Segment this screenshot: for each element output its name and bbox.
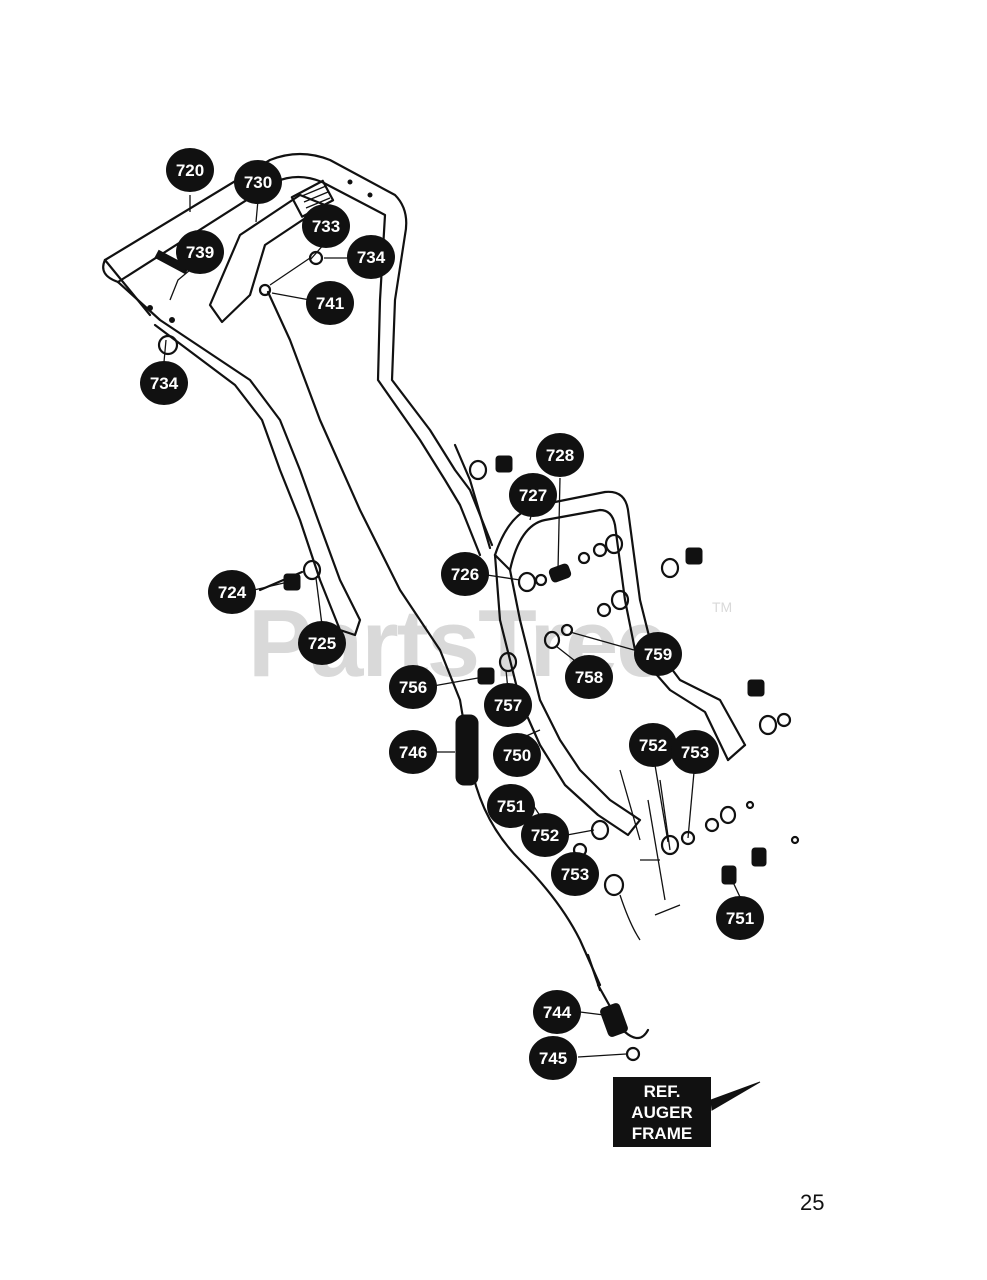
callout-741: 741 bbox=[306, 281, 354, 325]
callout-726: 726 bbox=[441, 552, 489, 596]
callout-751b: 751 bbox=[716, 896, 764, 940]
callout-label: 733 bbox=[312, 217, 340, 236]
callout-bubble bbox=[234, 160, 282, 204]
callout-label: 739 bbox=[186, 243, 214, 262]
callout-bubble bbox=[441, 552, 489, 596]
watermark-trademark: TM bbox=[712, 599, 732, 615]
callout-label: 757 bbox=[494, 696, 522, 715]
callout-label: 725 bbox=[308, 634, 336, 653]
callout-758: 758 bbox=[565, 655, 613, 699]
callout-label: 730 bbox=[244, 173, 272, 192]
reference-line-3: FRAME bbox=[632, 1124, 692, 1143]
callout-728: 728 bbox=[536, 433, 584, 477]
callout-bubble bbox=[551, 852, 599, 896]
page-number: 25 bbox=[800, 1190, 825, 1215]
callout-bubble bbox=[389, 665, 437, 709]
callout-752a: 752 bbox=[629, 723, 677, 767]
callout-bubble bbox=[487, 784, 535, 828]
callout-bubble bbox=[302, 204, 350, 248]
callout-bubble bbox=[521, 813, 569, 857]
callout-bubble bbox=[629, 723, 677, 767]
callout-724: 724 bbox=[208, 570, 256, 614]
callout-751a: 751 bbox=[487, 784, 535, 828]
callout-745: 745 bbox=[529, 1036, 577, 1080]
callout-bubble bbox=[166, 148, 214, 192]
callout-752b: 752 bbox=[521, 813, 569, 857]
control-cable bbox=[266, 290, 602, 992]
callout-bubble bbox=[298, 621, 346, 665]
callout-bubble bbox=[509, 473, 557, 517]
callout-bubble bbox=[389, 730, 437, 774]
callout-label: 734 bbox=[357, 248, 386, 267]
callout-label: 753 bbox=[681, 743, 709, 762]
callout-label: 744 bbox=[543, 1003, 572, 1022]
reference-line-1: REF. bbox=[644, 1082, 681, 1101]
callout-734a: 734 bbox=[347, 235, 395, 279]
callout-label: 752 bbox=[531, 826, 559, 845]
callout-label: 753 bbox=[561, 865, 589, 884]
callout-720: 720 bbox=[166, 148, 214, 192]
callout-bubble bbox=[565, 655, 613, 699]
pivot-hardware bbox=[157, 250, 324, 356]
callout-bubble bbox=[493, 733, 541, 777]
callout-bubble bbox=[347, 235, 395, 279]
callout-label: 750 bbox=[503, 746, 531, 765]
callout-label: 726 bbox=[451, 565, 479, 584]
spring-assembly bbox=[596, 983, 650, 1062]
callout-bubble bbox=[208, 570, 256, 614]
callout-727: 727 bbox=[509, 473, 557, 517]
callout-label: 751 bbox=[726, 909, 754, 928]
callout-bubble bbox=[529, 1036, 577, 1080]
callout-756: 756 bbox=[389, 665, 437, 709]
callout-733: 733 bbox=[302, 204, 350, 248]
callout-759: 759 bbox=[634, 632, 682, 676]
callout-label: 720 bbox=[176, 161, 204, 180]
callout-label: 751 bbox=[497, 797, 525, 816]
callout-734b: 734 bbox=[140, 361, 188, 405]
callout-744: 744 bbox=[533, 990, 581, 1034]
callout-730: 730 bbox=[234, 160, 282, 204]
callout-label: 724 bbox=[218, 583, 247, 602]
callout-label: 759 bbox=[644, 645, 672, 664]
callout-739: 739 bbox=[176, 230, 224, 274]
callout-746: 746 bbox=[389, 730, 437, 774]
callout-label: 727 bbox=[519, 486, 547, 505]
reference-line-2: AUGER bbox=[631, 1103, 692, 1122]
callout-bubble bbox=[536, 433, 584, 477]
callout-label: 741 bbox=[316, 294, 344, 313]
callout-753b: 753 bbox=[551, 852, 599, 896]
callout-bubble bbox=[716, 896, 764, 940]
callout-750: 750 bbox=[493, 733, 541, 777]
callout-label: 746 bbox=[399, 743, 427, 762]
callout-bubble bbox=[484, 683, 532, 727]
callout-757: 757 bbox=[484, 683, 532, 727]
callout-bubble bbox=[533, 990, 581, 1034]
callout-bubble bbox=[306, 281, 354, 325]
callout-bubble bbox=[176, 230, 224, 274]
callout-label: 734 bbox=[150, 374, 179, 393]
leader-lines bbox=[163, 195, 741, 1058]
reference-label: REF. AUGER FRAME bbox=[613, 1077, 761, 1147]
callout-753a: 753 bbox=[671, 730, 719, 774]
callout-label: 756 bbox=[399, 678, 427, 697]
callout-725: 725 bbox=[298, 621, 346, 665]
callout-label: 728 bbox=[546, 446, 574, 465]
callout-label: 758 bbox=[575, 668, 603, 687]
callout-label: 752 bbox=[639, 736, 667, 755]
callout-label: 745 bbox=[539, 1049, 567, 1068]
callout-bubble bbox=[634, 632, 682, 676]
callout-group: 720 730 733 734 739 741 734 728 727 726 724 725 759 7… bbox=[140, 148, 764, 1080]
callout-bubble bbox=[140, 361, 188, 405]
callout-bubble bbox=[671, 730, 719, 774]
